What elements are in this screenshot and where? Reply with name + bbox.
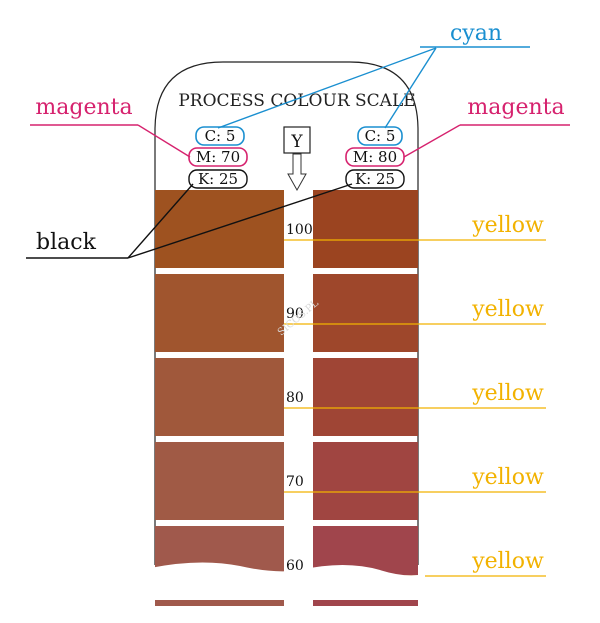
left-swatch-80 [155, 358, 284, 436]
down-arrow-icon [287, 153, 307, 192]
right-k-pill [345, 169, 405, 189]
magenta-callout-label-left: magenta [35, 95, 132, 120]
black-leader-right [127, 183, 353, 259]
yellow-callout-label: yellow [471, 213, 544, 238]
card-outline [154, 61, 419, 565]
scale-step-label: 80 [286, 390, 304, 406]
yellow-callout-label: yellow [471, 465, 544, 490]
scale-step-label: 70 [286, 474, 304, 490]
left-swatch-90 [155, 274, 284, 352]
left-swatch-100 [155, 190, 284, 268]
cyan-leader-left [217, 47, 437, 129]
right-swatch-70 [313, 442, 418, 520]
left-c-value: C: 5 [205, 127, 236, 145]
right-swatch-90 [313, 274, 418, 352]
right-swatch-100 [313, 190, 418, 268]
y-label: Y [290, 132, 303, 152]
right-k-value: K: 25 [355, 170, 395, 188]
black-callout-label: black [36, 230, 97, 255]
swatch-grid: 100 90 80 70 60 [155, 190, 418, 606]
black-leader-left [127, 183, 194, 259]
left-k-pill [188, 169, 248, 189]
y-label-box [283, 126, 311, 154]
magenta-leader-left [137, 124, 191, 158]
torn-bottom-edge [150, 562, 425, 600]
magenta-callout-label-right: magenta [467, 95, 564, 120]
yellow-callout-label: yellow [471, 381, 544, 406]
yellow-callout-label: yellow [471, 297, 544, 322]
scale-step-label: 100 [286, 222, 313, 238]
left-k-value: K: 25 [198, 170, 238, 188]
right-m-value: M: 80 [353, 148, 397, 166]
left-swatch-70 [155, 442, 284, 520]
right-c-value: C: 5 [365, 127, 396, 145]
left-m-value: M: 70 [196, 148, 240, 166]
yellow-callout-label: yellow [471, 549, 544, 574]
cyan-callout-label: cyan [450, 21, 502, 46]
right-c-pill [357, 126, 403, 146]
scale-step-label: 60 [286, 558, 304, 574]
scale-step-label: 90 [286, 306, 304, 322]
card-title: PROCESS COLOUR SCALE [178, 91, 415, 111]
cyan-leader-right [384, 47, 437, 129]
magenta-leader-right [403, 124, 461, 158]
right-swatch-80 [313, 358, 418, 436]
